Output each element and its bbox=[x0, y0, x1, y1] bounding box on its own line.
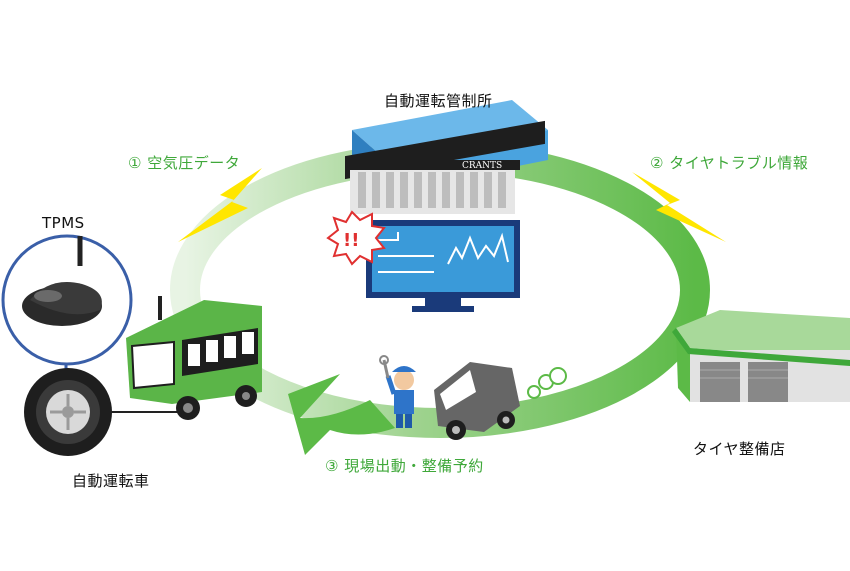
lightning-right-icon bbox=[632, 172, 726, 242]
lightning-left-icon bbox=[178, 168, 262, 242]
bus-icon bbox=[126, 296, 262, 420]
monitor-icon bbox=[366, 220, 520, 312]
control-center-label: 自動運転管制所 bbox=[384, 92, 493, 110]
tpms-sensor-icon bbox=[22, 236, 102, 326]
step1-label: ① 空気圧データ bbox=[128, 154, 241, 172]
alert-icon: !! bbox=[326, 210, 386, 266]
vehicle-label: 自動運転車 bbox=[72, 472, 150, 490]
tire-icon bbox=[24, 368, 180, 456]
step2-label: ② タイヤトラブル情報 bbox=[650, 154, 809, 172]
step3-label: ③ 現場出動・整備予約 bbox=[325, 457, 484, 475]
worker-icon bbox=[379, 355, 416, 428]
tire-shop-label: タイヤ整備店 bbox=[693, 440, 786, 458]
tire-shop-icon bbox=[672, 310, 850, 402]
control-center-building-icon: CRANTS bbox=[345, 100, 548, 214]
return-arrow bbox=[288, 374, 395, 455]
van-icon bbox=[434, 362, 567, 440]
tpms-sensor-bubble bbox=[1, 234, 133, 372]
alert-text: !! bbox=[343, 230, 359, 251]
building-sign: CRANTS bbox=[462, 161, 502, 171]
tpms-label: TPMS bbox=[42, 214, 85, 232]
